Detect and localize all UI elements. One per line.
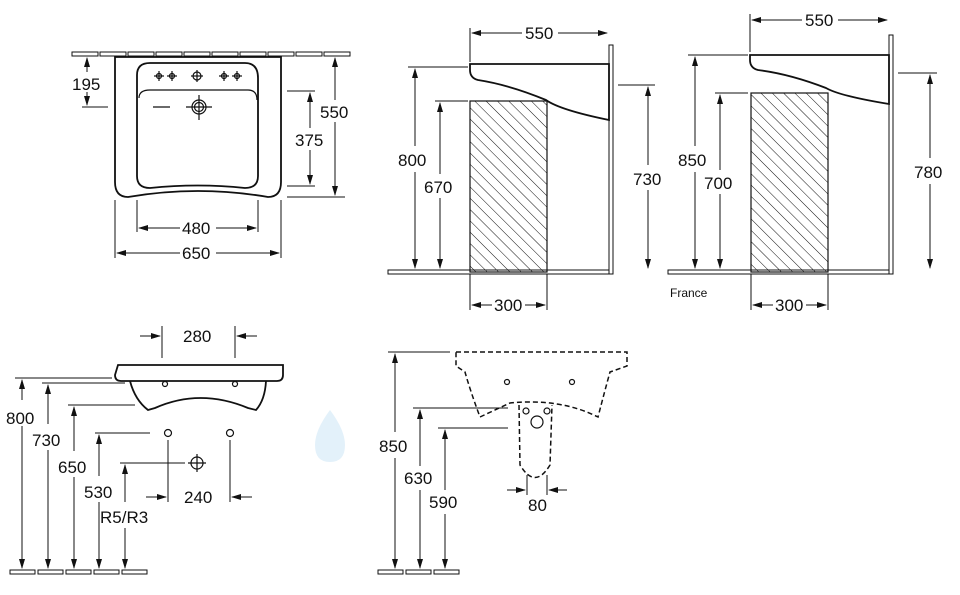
front-view: 280 800 730 650 530 R5/R3 240	[6, 326, 284, 575]
dim-280: 280	[183, 327, 211, 346]
france-note: France	[670, 286, 708, 300]
dim-590: 590	[429, 493, 457, 512]
floor-tiles	[9, 569, 148, 575]
dim-700: 700	[704, 174, 732, 193]
fixing-hole-icons	[161, 380, 239, 438]
dim-300: 300	[494, 296, 522, 315]
dim-550: 550	[525, 24, 553, 43]
pedestal-view: 850 630 590 80	[377, 351, 628, 575]
dim-780: 780	[914, 163, 942, 182]
side-view-800: 550 800 670 730 300	[387, 24, 661, 315]
waste-outlet-icon	[188, 454, 206, 472]
top-view: 195 375 550 480 650	[71, 51, 351, 263]
dim-240: 240	[184, 488, 212, 507]
tap-hole-icons	[154, 70, 242, 82]
dim-480: 480	[182, 219, 210, 238]
basin-profile	[469, 63, 610, 122]
basin-outline	[114, 56, 282, 198]
dim-650: 650	[182, 244, 210, 263]
basin-profile	[749, 54, 890, 106]
dim-630: 630	[404, 469, 432, 488]
dim-550: 550	[805, 11, 833, 30]
bowl-outline	[136, 62, 259, 189]
wall	[888, 34, 894, 275]
basin-front	[114, 364, 284, 382]
dim-195: 195	[72, 75, 100, 94]
dim-800: 800	[398, 151, 426, 170]
dim-80: 80	[528, 496, 547, 515]
dim-730: 730	[32, 431, 60, 450]
pedestal-hatched	[750, 92, 829, 273]
basin-dashed-outline	[455, 351, 628, 419]
dim-800: 800	[6, 409, 34, 428]
dim-530: 530	[84, 483, 112, 502]
drain-icon	[153, 95, 212, 120]
pedestal-dashed-outline	[518, 404, 553, 479]
dim-730: 730	[633, 170, 661, 189]
dim-670: 670	[424, 178, 452, 197]
dim-850: 850	[379, 437, 407, 456]
dim-850: 850	[678, 151, 706, 170]
watermark-drop-icon	[315, 410, 345, 462]
dim-300: 300	[775, 296, 803, 315]
wall-tiles	[71, 51, 351, 57]
pedestal-hatched	[469, 100, 548, 273]
label-r5-r3: R5/R3	[100, 508, 148, 527]
floor-tiles	[377, 569, 460, 575]
wall	[608, 44, 614, 275]
dim-375: 375	[295, 131, 323, 150]
dim-650: 650	[58, 458, 86, 477]
side-view-850-france: 550 850 700 780 France 300	[667, 11, 942, 315]
dim-550: 550	[320, 103, 348, 122]
